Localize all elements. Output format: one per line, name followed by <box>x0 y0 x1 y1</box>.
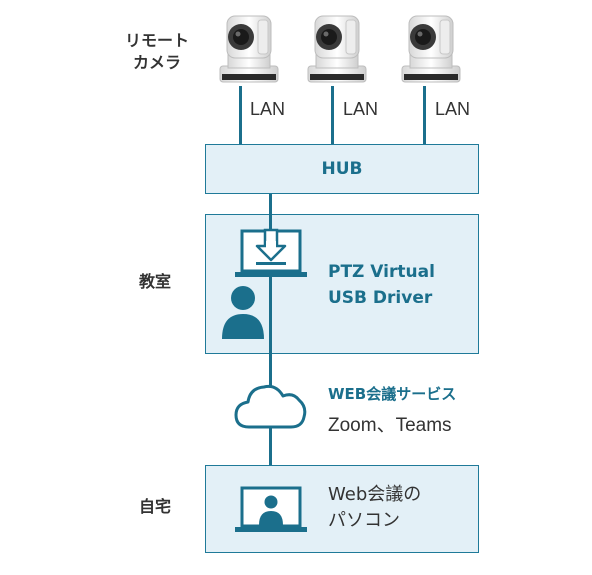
classroom-label: 教室 <box>138 272 171 291</box>
lan-label: LAN <box>435 99 471 119</box>
lan-wire <box>423 86 426 144</box>
lan-label: LAN <box>343 99 379 119</box>
driver-label-line2: USB Driver <box>328 288 433 308</box>
home-pc-label-line1: Web会議の <box>328 484 422 505</box>
cloud-icon <box>233 380 309 432</box>
laptop-person-icon <box>234 484 308 536</box>
driver-label: PTZ Virtual USB Driver <box>328 259 435 311</box>
hub-to-classroom-wire <box>269 194 272 214</box>
ptz-camera-icon <box>214 8 284 88</box>
remote-camera-label-line2: カメラ <box>132 53 181 72</box>
ptz-camera-icon <box>302 8 372 88</box>
lan-label: LAN <box>250 99 286 119</box>
web-meeting-examples: Zoom、Teams <box>328 415 452 436</box>
home-pc-label: Web会議の パソコン <box>328 482 421 534</box>
remote-camera-label-line1: リモート <box>124 31 189 50</box>
home-label: 自宅 <box>138 497 171 516</box>
person-icon <box>220 284 266 340</box>
ptz-camera-icon <box>396 8 466 88</box>
remote-camera-label: リモート カメラ <box>112 30 202 74</box>
lan-wire <box>331 86 334 144</box>
driver-label-line1: PTZ Virtual <box>328 262 435 282</box>
main-wire <box>269 214 272 466</box>
lan-wire <box>239 86 242 144</box>
hub-label: HUB <box>321 159 363 179</box>
hub-box: HUB <box>205 144 479 194</box>
cloud-wire <box>269 426 272 466</box>
laptop-download-icon <box>234 226 308 284</box>
home-pc-label-line2: パソコン <box>328 510 400 531</box>
web-meeting-service-label: WEB会議サービス <box>328 385 457 403</box>
